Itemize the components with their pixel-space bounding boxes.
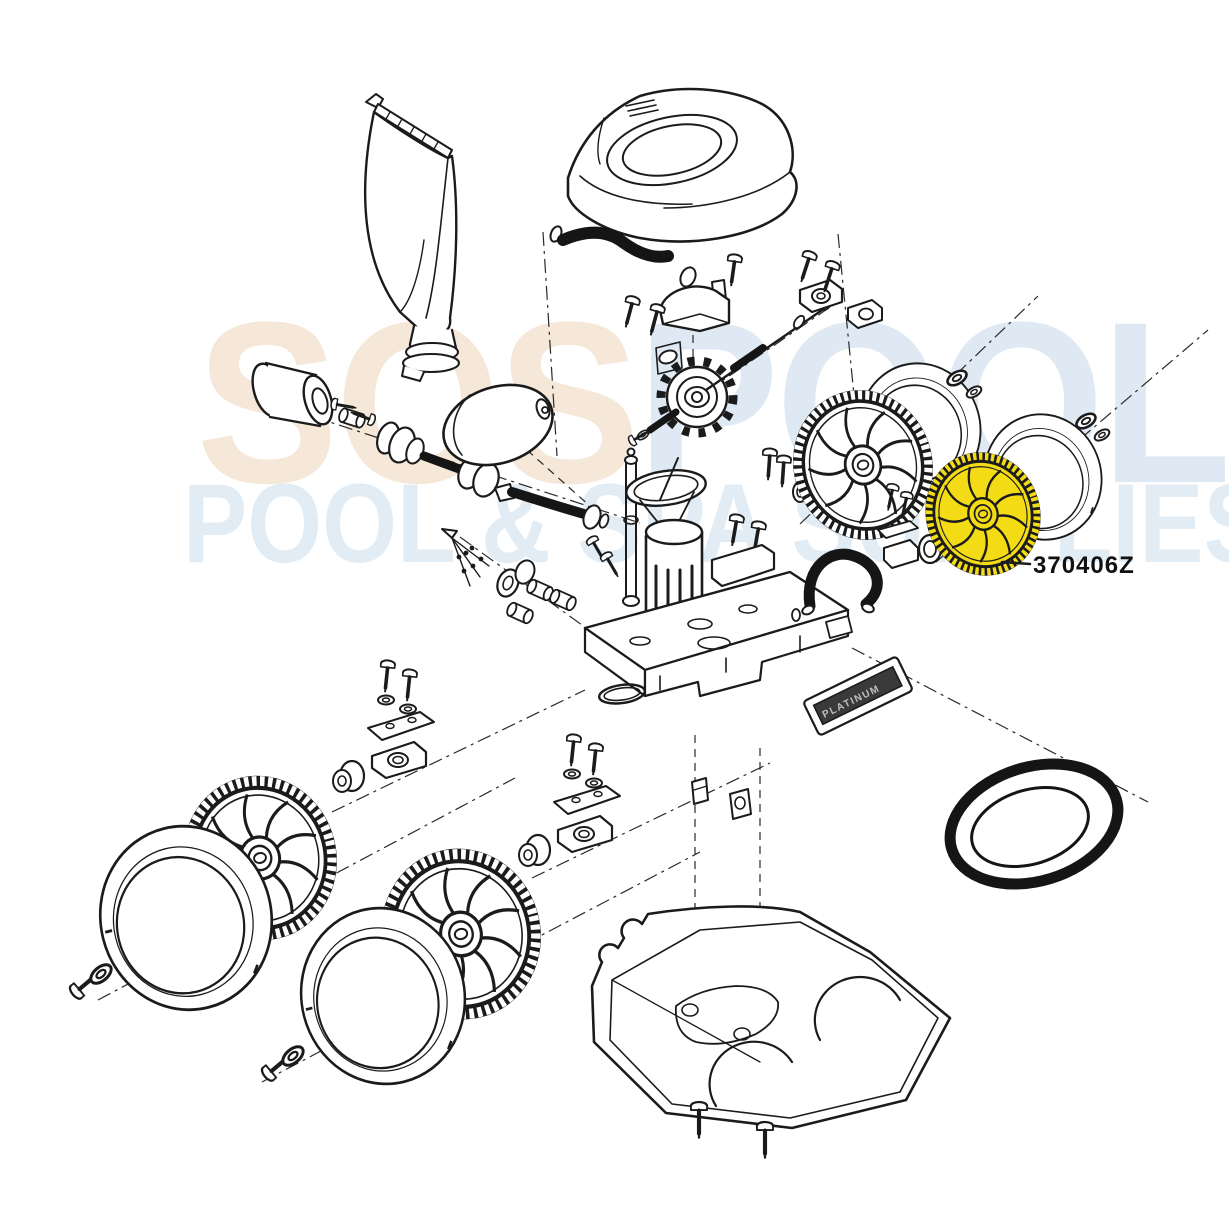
sweep-bracket-assembly: [441, 528, 579, 626]
filter-bag: [363, 93, 460, 382]
axle-mount-front: [333, 660, 434, 792]
o-ring: [597, 683, 647, 705]
u-hose: [791, 548, 883, 639]
bottom-pan: [590, 905, 952, 1157]
part-number-label: 370406Z: [1033, 552, 1135, 579]
pan-clips: [691, 777, 752, 820]
feed-pipe-assembly: [251, 361, 610, 530]
top-housing-cover: [566, 87, 798, 243]
right-wheel-group: [780, 347, 1118, 586]
platinum-badge: PLATINUM: [803, 656, 913, 736]
corrugated-hose: [549, 225, 674, 263]
dark-tire: [944, 758, 1124, 890]
base-hardware-left: [583, 532, 625, 581]
water-management-unit: [655, 266, 731, 375]
axle-mount-middle: [519, 734, 620, 866]
shaft-bearing-blocks: [793, 247, 883, 329]
left-wheel-group: [68, 766, 552, 1103]
base-bracket-strap: [710, 446, 808, 588]
chassis-base-plate: [583, 570, 850, 698]
part-callout: 370406Z: [1000, 552, 1135, 579]
float: [442, 383, 554, 467]
turbine-sprocket: [625, 356, 738, 449]
